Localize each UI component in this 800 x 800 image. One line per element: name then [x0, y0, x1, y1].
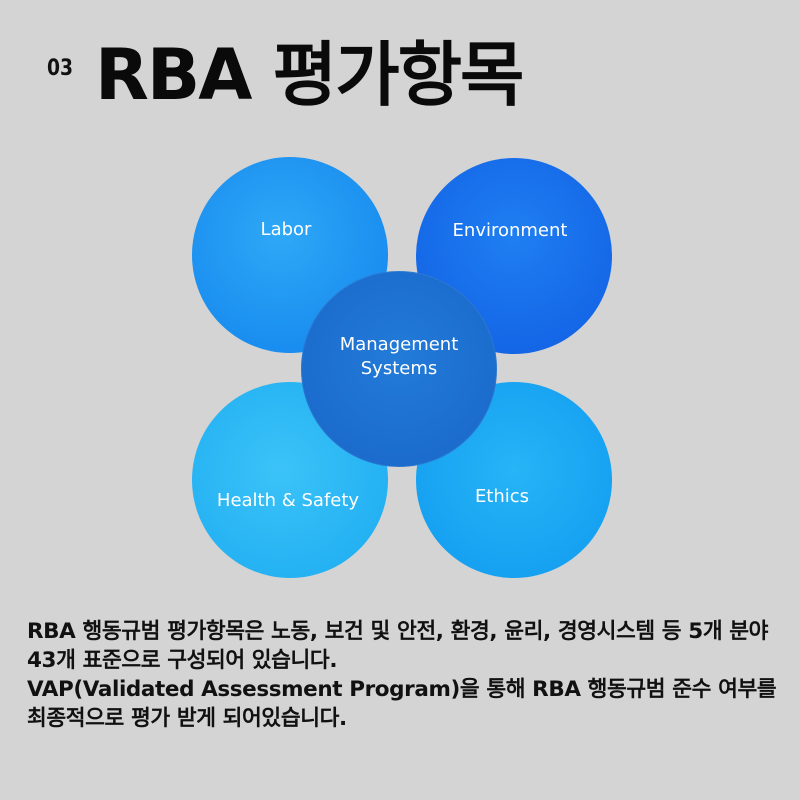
rba-categories-diagram: Labor Environment Health & Safety Ethics…: [192, 157, 612, 578]
management-systems-circle: Management Systems: [301, 271, 497, 467]
page-title: RBA 평가항목: [95, 34, 524, 116]
environment-label: Environment: [452, 219, 568, 241]
description: RBA 행동규범 평가항목은 노동, 보건 및 안전, 환경, 윤리, 경영시스…: [27, 617, 787, 733]
labor-label: Labor: [260, 218, 312, 240]
ethics-label: Ethics: [474, 485, 530, 507]
health-safety-label: Health & Safety: [216, 489, 360, 511]
section-number: 03: [47, 56, 74, 81]
management-systems-label: Management Systems: [339, 333, 459, 379]
description-paragraph-1: RBA 행동규범 평가항목은 노동, 보건 및 안전, 환경, 윤리, 경영시스…: [27, 619, 769, 673]
description-paragraph-2: VAP(Validated Assessment Program)을 통해 RB…: [27, 677, 777, 731]
